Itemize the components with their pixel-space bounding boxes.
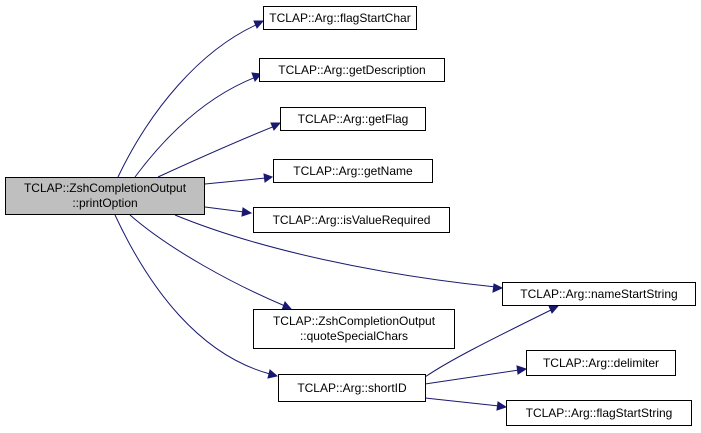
edge-printOption-getFlag xyxy=(157,125,276,178)
node-quoteSpecialChars[interactable]: TCLAP::ZshCompletionOutput ::quoteSpecia… xyxy=(253,309,455,349)
node-shortID[interactable]: TCLAP::Arg::shortID xyxy=(278,374,426,402)
arrowhead-flagStartChar xyxy=(253,20,265,29)
node-printOption-method: ::printOption xyxy=(72,196,138,210)
node-getDescription-label: TCLAP::Arg::getDescription xyxy=(278,62,426,77)
edge-printOption-quoteSpecialChars xyxy=(129,214,286,307)
edge-printOption-nameStartString xyxy=(174,214,497,288)
node-getDescription[interactable]: TCLAP::Arg::getDescription xyxy=(259,58,445,82)
arrowhead-getDescription xyxy=(251,72,262,82)
arrowhead-shortID-flagStartString xyxy=(496,401,508,411)
edge-printOption-getName xyxy=(204,177,267,185)
arrowhead-isValueRequired xyxy=(241,207,253,217)
edge-printOption-shortID xyxy=(114,214,271,375)
node-getFlag-label: TCLAP::Arg::getFlag xyxy=(297,111,409,126)
node-quoteSpecialChars-method: ::quoteSpecialChars xyxy=(299,329,409,343)
node-quoteSpecialChars-class: TCLAP::ZshCompletionOutput xyxy=(272,314,436,328)
node-isValueRequired-label: TCLAP::Arg::isValueRequired xyxy=(272,212,431,227)
node-nameStartString[interactable]: TCLAP::Arg::nameStartString xyxy=(502,282,696,306)
node-flagStartString[interactable]: TCLAP::Arg::flagStartString xyxy=(506,400,692,426)
edge-shortID-delimiter xyxy=(424,369,520,385)
arrowhead-getName xyxy=(263,173,274,183)
arrowhead-getFlag xyxy=(270,122,282,131)
arrowhead-shortID xyxy=(267,369,279,379)
edge-printOption-flagStartChar xyxy=(117,23,259,178)
node-flagStartString-label: TCLAP::Arg::flagStartString xyxy=(525,405,673,420)
edge-shortID-nameStartString xyxy=(424,308,554,378)
arrowhead-shortID-delimiter xyxy=(516,365,528,375)
node-shortID-label: TCLAP::Arg::shortID xyxy=(297,380,407,395)
node-printOption: TCLAP::ZshCompletionOutput ::printOption xyxy=(5,177,205,215)
arrowhead-nameStartString xyxy=(492,283,504,293)
node-flagStartChar[interactable]: TCLAP::Arg::flagStartChar xyxy=(263,6,417,30)
node-getFlag[interactable]: TCLAP::Arg::getFlag xyxy=(280,107,426,131)
node-getName-label: TCLAP::Arg::getName xyxy=(293,163,413,178)
node-printOption-class: TCLAP::ZshCompletionOutput xyxy=(23,181,187,195)
arrowhead-shortID-nameStartString xyxy=(548,305,560,314)
node-isValueRequired[interactable]: TCLAP::Arg::isValueRequired xyxy=(253,207,450,233)
node-delimiter-label: TCLAP::Arg::delimiter xyxy=(542,355,660,370)
edge-printOption-isValueRequired xyxy=(204,206,245,213)
node-nameStartString-label: TCLAP::Arg::nameStartString xyxy=(520,286,678,301)
edge-shortID-flagStartString xyxy=(424,397,500,407)
node-flagStartChar-label: TCLAP::Arg::flagStartChar xyxy=(269,10,411,25)
node-getName[interactable]: TCLAP::Arg::getName xyxy=(273,159,433,183)
edge-printOption-getDescription xyxy=(134,76,257,178)
node-delimiter[interactable]: TCLAP::Arg::delimiter xyxy=(526,350,676,376)
